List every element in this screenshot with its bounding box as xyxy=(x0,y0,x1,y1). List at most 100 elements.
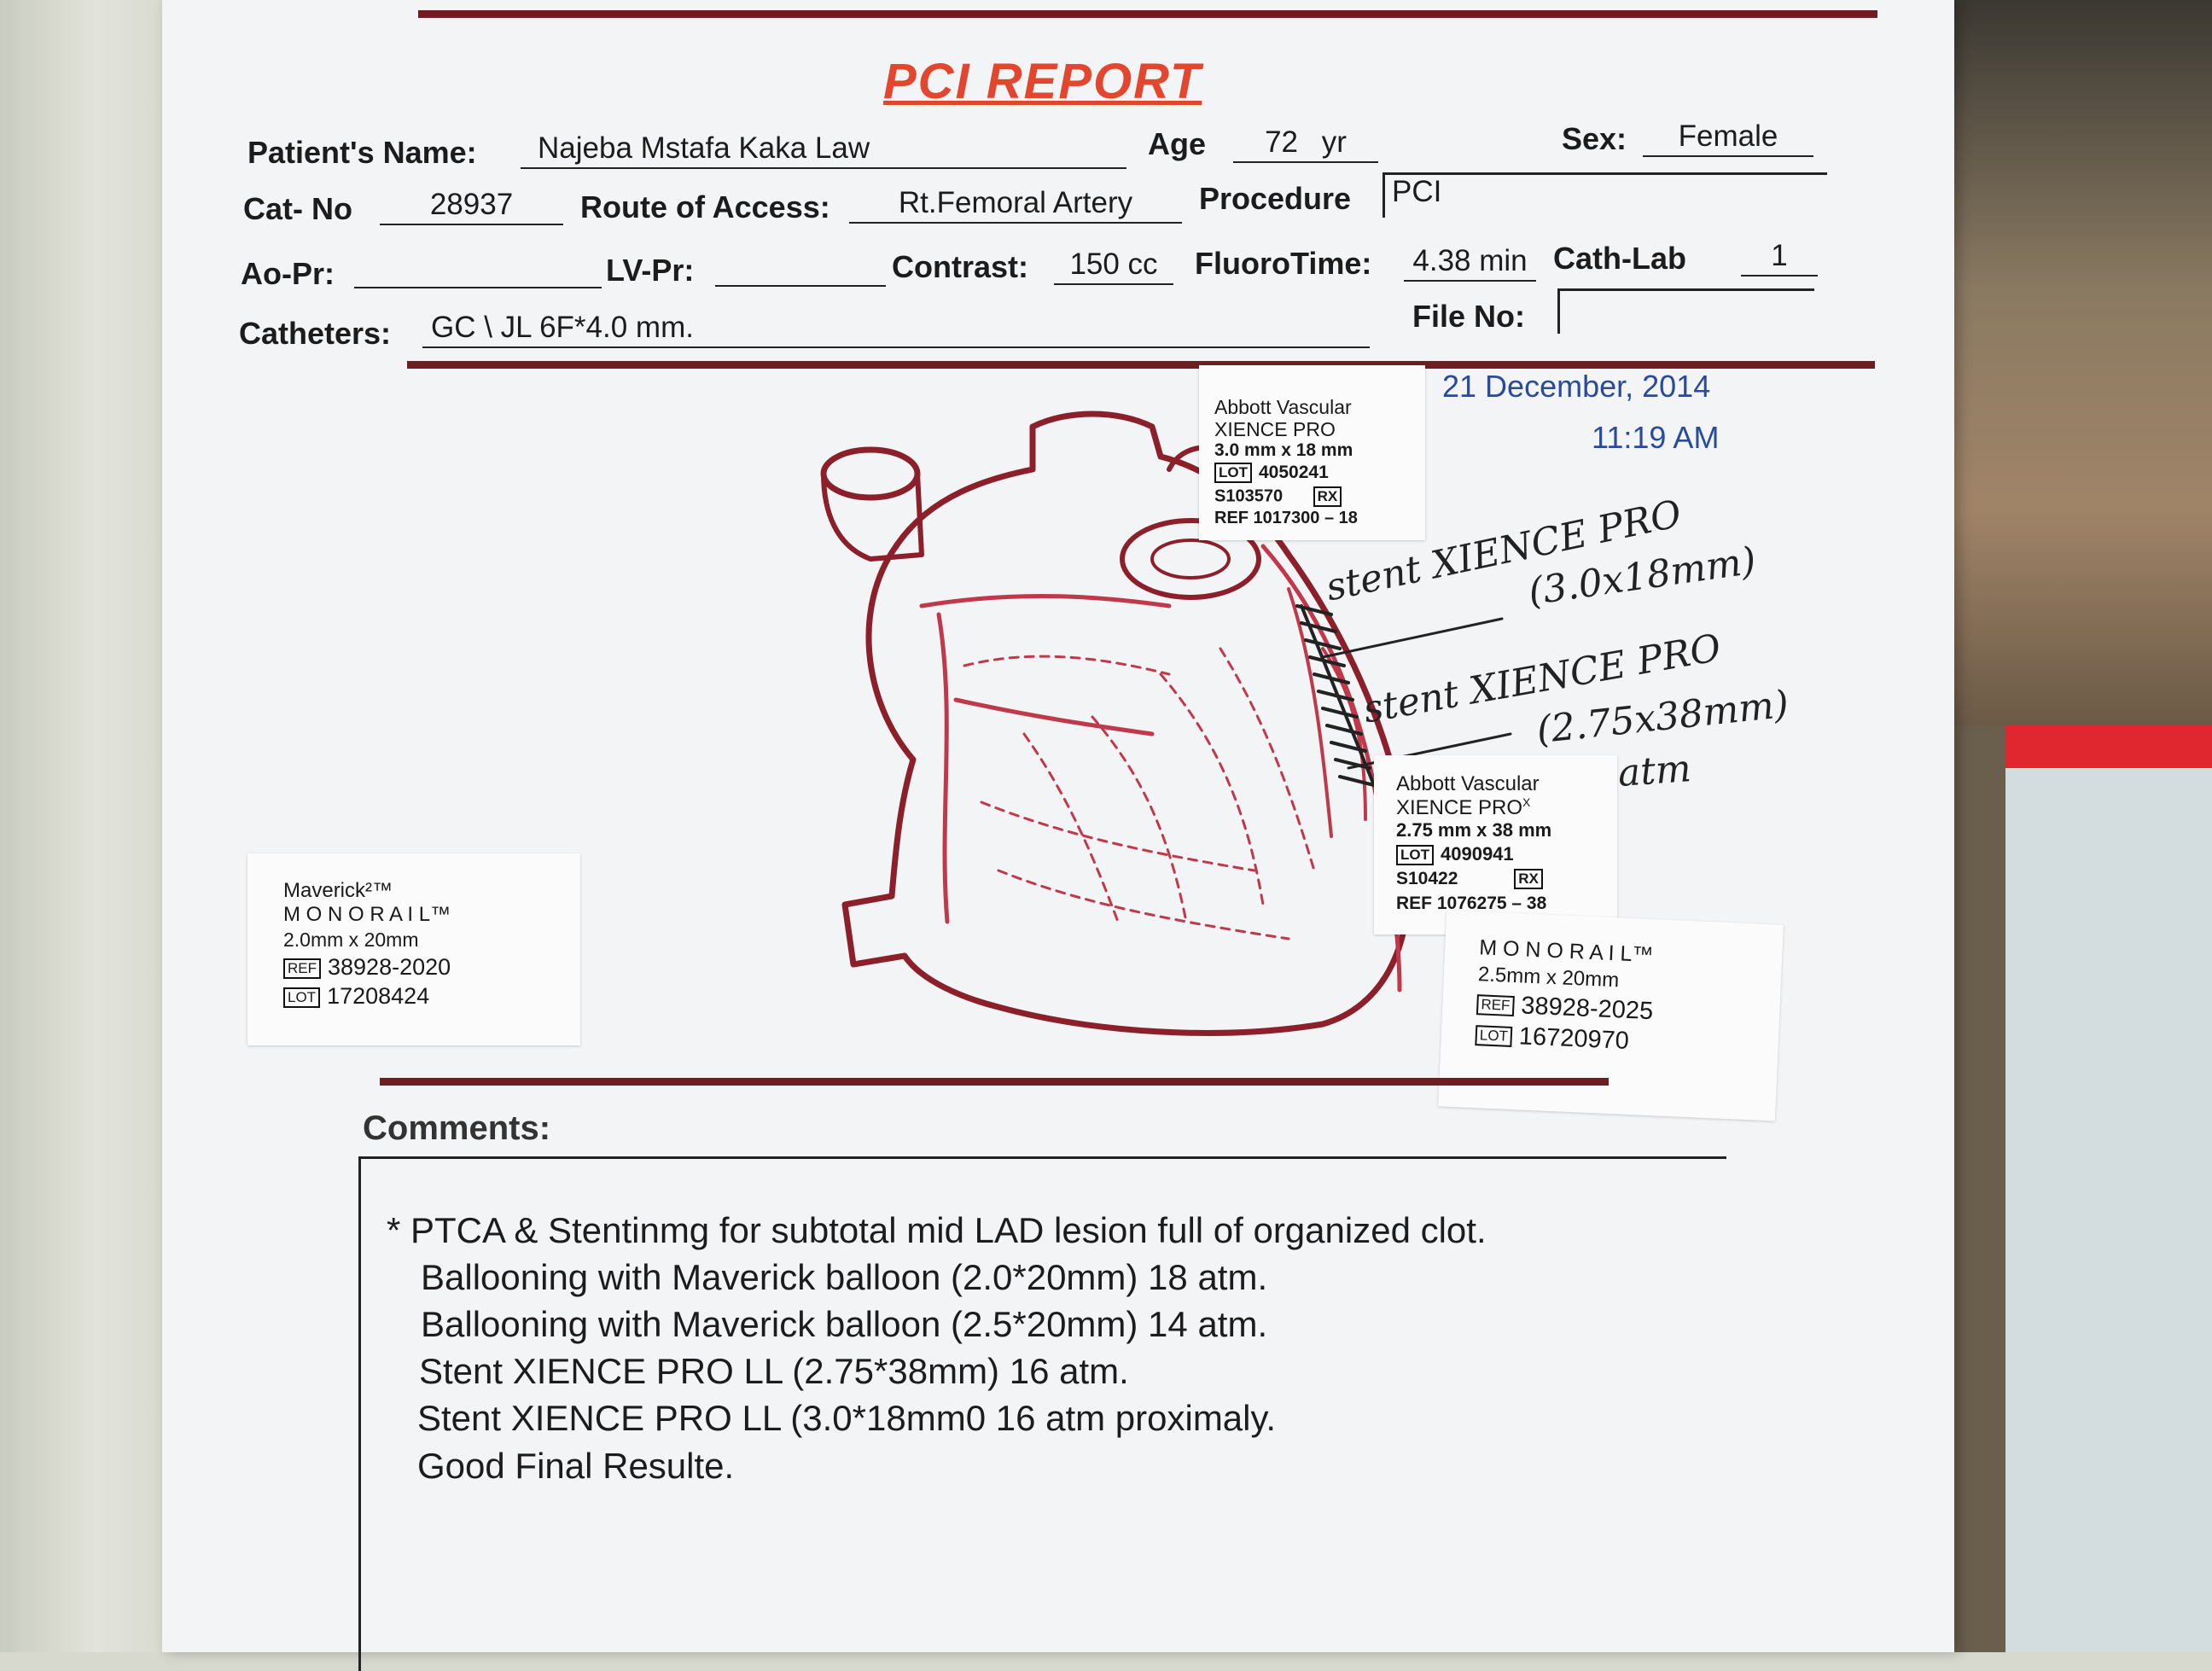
ao-pr-value xyxy=(354,249,602,288)
rx-tag: RX xyxy=(1313,486,1342,507)
sticker-brand: Abbott Vascular xyxy=(1214,396,1352,418)
cath-lab-value: 1 xyxy=(1741,237,1818,277)
lv-pr-value xyxy=(715,247,886,287)
sticker-product-sup: X xyxy=(1522,795,1531,809)
age-unit: yr xyxy=(1321,125,1347,159)
patient-name-value: Najeba Mstafa Kaka Law xyxy=(521,130,1126,169)
sticker-xience-prox: Abbott Vascular XIENCE PROX 2.75 mm x 38… xyxy=(1374,755,1617,934)
comment-line-3: Ballooning with Maverick balloon (2.5*20… xyxy=(421,1304,1268,1344)
sticker-serial-row: S10422 RX xyxy=(1396,869,1550,890)
sticker-serial: S10422 xyxy=(1396,869,1458,888)
header-rule xyxy=(407,361,1875,369)
comments-label: Comments: xyxy=(363,1109,551,1147)
sticker-brand: Maverick²™ xyxy=(283,879,393,902)
ref-tag: REF xyxy=(1476,994,1515,1017)
patient-name-label: Patient's Name: xyxy=(247,135,477,170)
procedure-label: Procedure xyxy=(1199,181,1352,216)
comments-rule xyxy=(380,1078,1609,1086)
sticker-product: XIENCE PRO xyxy=(1214,418,1336,440)
sticker-product: M O N O R A I L™ xyxy=(283,903,451,926)
lot-tag: LOT xyxy=(283,987,321,1008)
sticker-xience-pro: Abbott Vascular XIENCE PRO 3.0 mm x 18 m… xyxy=(1199,365,1425,540)
sex-value: Female xyxy=(1643,118,1813,157)
background-photo xyxy=(1954,0,2212,1652)
age-field: 72 yr xyxy=(1233,124,1378,163)
ao-pr-label: Ao-Pr: xyxy=(241,256,335,291)
cath-lab-label: Cath-Lab xyxy=(1553,241,1686,276)
cat-no-label: Cat- No xyxy=(243,191,352,226)
sticker-lot-row: LOT 4090941 xyxy=(1396,843,1514,866)
sticker-lot: 4090941 xyxy=(1441,843,1514,865)
sticker-product: XIENCE PRO xyxy=(1396,796,1523,819)
comment-line-6: Good Final Resulte. xyxy=(417,1446,735,1486)
sticker-lot: 4050241 xyxy=(1259,463,1329,482)
comments-box: * PTCA & Stentinmg for subtotal mid LAD … xyxy=(358,1156,1726,1671)
rx-tag: RX xyxy=(1514,869,1543,890)
sticker-size: 2.75 mm x 38 mm xyxy=(1396,819,1552,841)
sticker-brand: Abbott Vascular xyxy=(1396,772,1540,795)
age-value: 72 xyxy=(1265,125,1299,159)
route-value: Rt.Femoral Artery xyxy=(849,184,1182,224)
sticker-product-row: XIENCE PROX xyxy=(1396,795,1530,820)
sticker-lot: 17208424 xyxy=(327,983,430,1009)
sticker-ref-row: REF 38928-2020 xyxy=(283,954,451,981)
aortic-arch xyxy=(821,471,924,562)
comment-line-5: Stent XIENCE PRO LL (3.0*18mm0 16 atm pr… xyxy=(417,1398,1277,1438)
cat-no-value: 28937 xyxy=(380,186,563,225)
sticker-serial-row: S103570 RX xyxy=(1214,486,1348,507)
sticker-lot: 16720970 xyxy=(1518,1022,1630,1055)
file-no-value xyxy=(1557,288,1814,334)
sticker-serial: S103570 xyxy=(1214,486,1284,506)
coronary-dashed-vessels xyxy=(963,647,1316,940)
contrast-label: Contrast: xyxy=(892,249,1028,284)
route-label: Route of Access: xyxy=(580,189,830,224)
pulmonary-trunk xyxy=(1120,518,1261,600)
coronary-vessel-main xyxy=(919,593,1172,924)
contrast-value: 150 cc xyxy=(1054,246,1173,285)
sticker-ref: REF 1017300 – 18 xyxy=(1214,509,1358,527)
sticker-size: 2.0mm x 20mm xyxy=(283,929,419,951)
background-red-band xyxy=(2005,725,2212,768)
stent-marks xyxy=(1295,604,1376,787)
comment-line-1: * PTCA & Stentinmg for subtotal mid LAD … xyxy=(387,1210,1487,1250)
pulmonary-inner xyxy=(1150,539,1231,579)
ref-tag: REF xyxy=(283,958,321,979)
lv-pr-label: LV-Pr: xyxy=(606,253,695,288)
catheters-label: Catheters: xyxy=(239,316,392,351)
report-title: PCI REPORT xyxy=(883,54,1202,109)
sex-label: Sex: xyxy=(1562,121,1627,156)
coronary-vessel-branch xyxy=(1287,587,1367,838)
comment-line-2: Ballooning with Maverick balloon (2.0*20… xyxy=(421,1257,1268,1297)
catheters-value: GC \ JL 6F*4.0 mm. xyxy=(422,309,1370,348)
background-photo-top xyxy=(1954,0,2212,725)
lot-tag: LOT xyxy=(1396,845,1434,866)
lot-tag: LOT xyxy=(1475,1025,1513,1048)
sticker-ref: 38928-2020 xyxy=(328,954,451,980)
age-label: Age xyxy=(1148,126,1207,161)
sticker-ref: REF 1076275 – 38 xyxy=(1396,894,1547,913)
fluoro-value: 4.38 min xyxy=(1404,242,1536,282)
sticker-lot-row: LOT 17208424 xyxy=(283,983,429,1010)
desk-background xyxy=(0,0,162,1652)
sticker-product: M O N O R A I L™ xyxy=(1478,935,1654,968)
report-sheet: PCI REPORT Patient's Name: Najeba Mstafa… xyxy=(162,0,1954,1671)
comment-line-4: Stent XIENCE PRO LL (2.75*38mm) 16 atm. xyxy=(419,1351,1129,1391)
sticker-size: 2.5mm x 20mm xyxy=(1477,963,1620,993)
heart-outline xyxy=(841,410,1412,1036)
aorta-opening xyxy=(820,446,921,501)
lot-tag: LOT xyxy=(1214,463,1252,484)
report-time: 11:19 AM xyxy=(1592,420,1720,455)
fluoro-label: FluoroTime: xyxy=(1195,246,1372,281)
procedure-value: PCI xyxy=(1382,172,1827,218)
file-no-label: File No: xyxy=(1412,299,1525,334)
sticker-size: 3.0 mm x 18 mm xyxy=(1214,440,1353,460)
sticker-ref: 38928-2025 xyxy=(1520,992,1654,1026)
sticker-lot-row: LOT 4050241 xyxy=(1214,463,1329,484)
annotation-leader-1 xyxy=(1321,617,1504,659)
top-rule xyxy=(418,10,1877,18)
report-date: 21 December, 2014 xyxy=(1442,369,1711,404)
background-card xyxy=(2005,768,2212,1652)
